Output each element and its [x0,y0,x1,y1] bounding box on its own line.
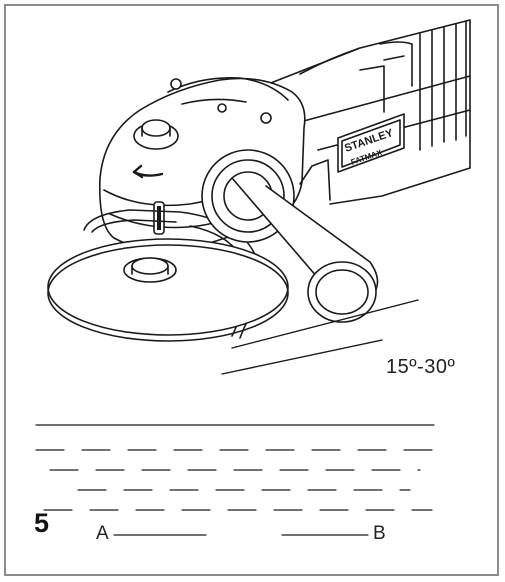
angle-label: 15º-30º [386,356,456,378]
grinding-disc [47,238,289,342]
figure-number: 5 [34,508,50,538]
label-b: B [373,523,386,544]
label-a: A [96,523,109,544]
work-surface [221,299,419,375]
motor-housing [257,19,471,205]
brand-plate [337,113,405,173]
side-handle [201,149,379,323]
dashed-reference-lines [35,424,435,511]
